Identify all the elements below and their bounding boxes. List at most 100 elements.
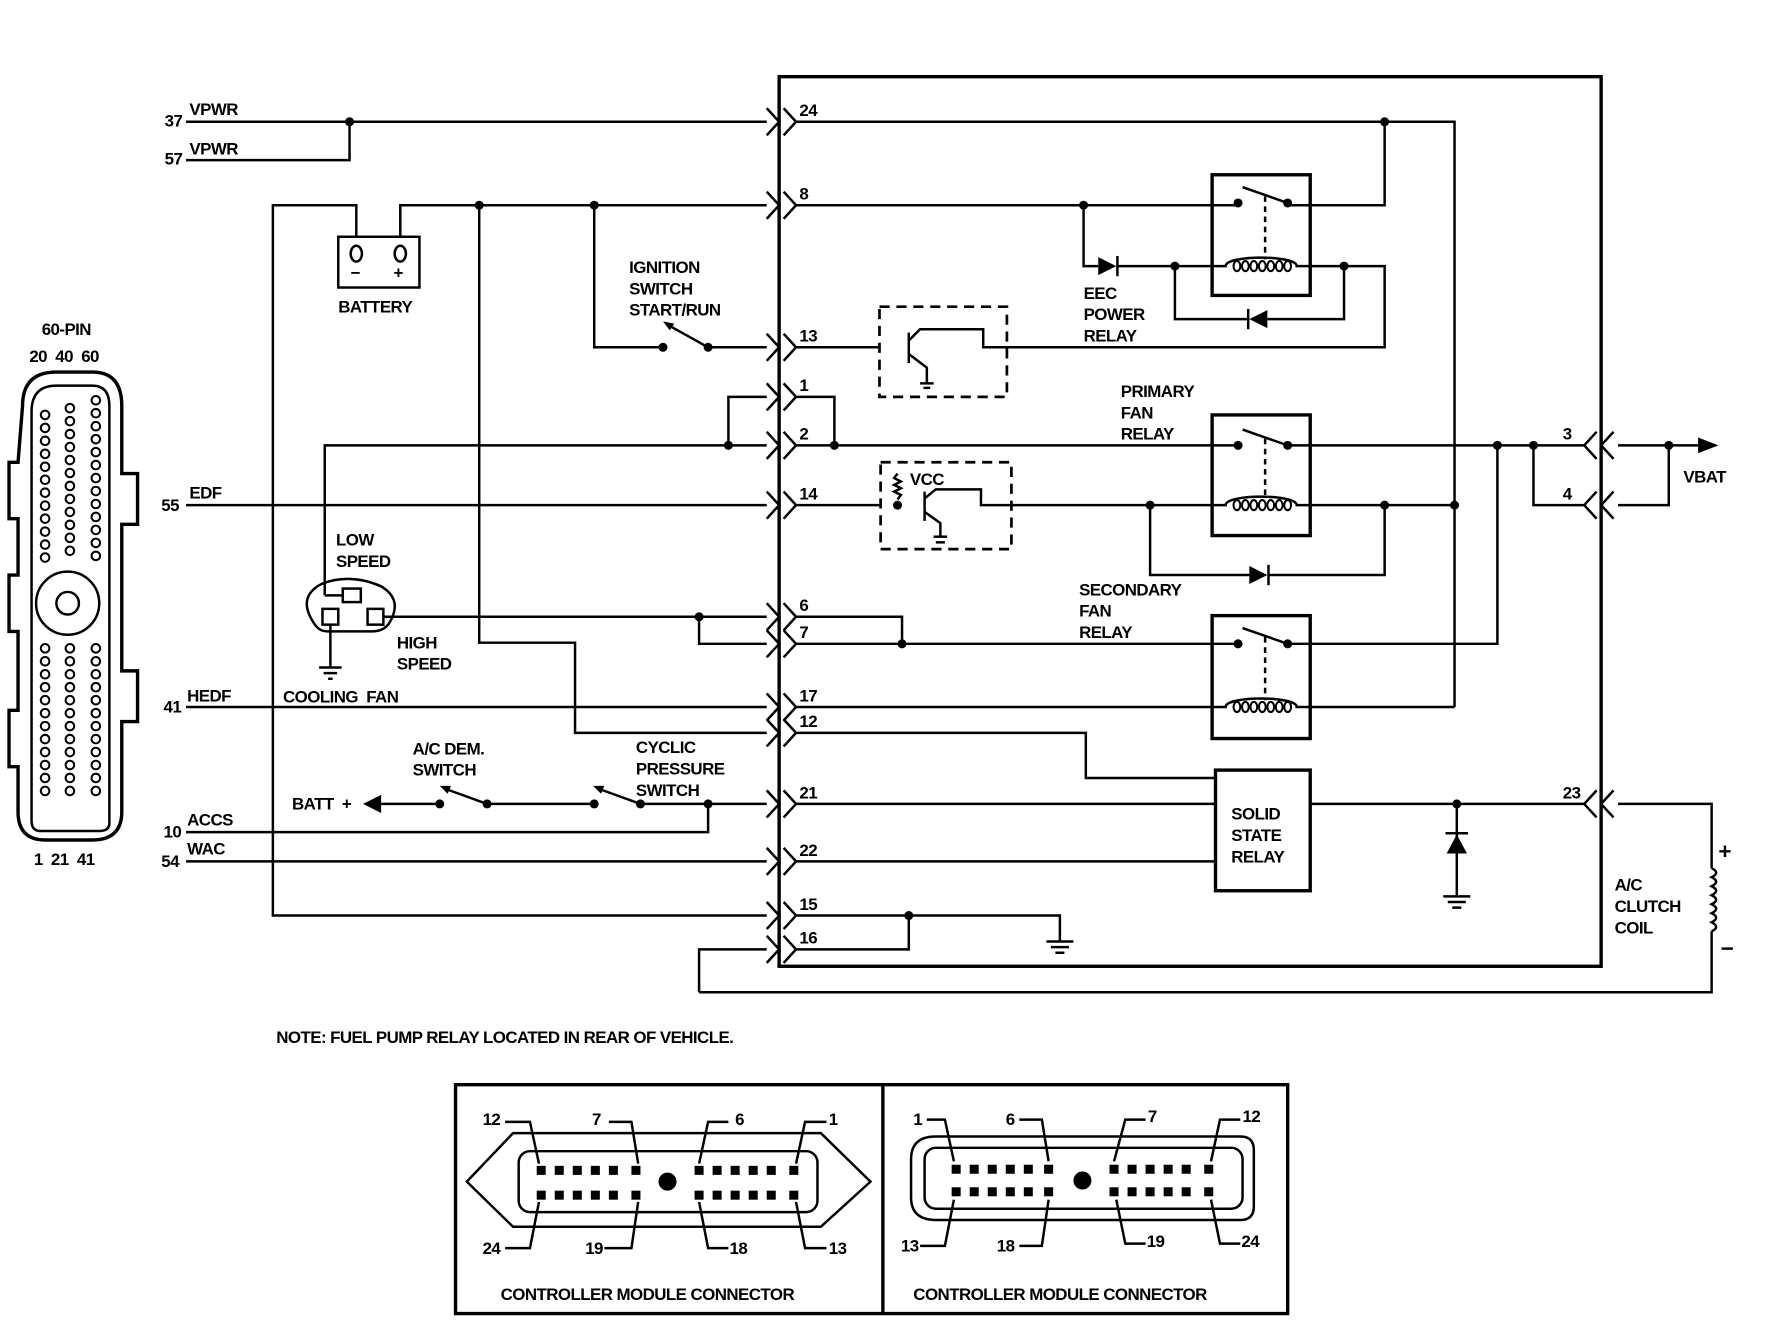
connector-pin	[1127, 1187, 1137, 1197]
pin-hole	[64, 668, 76, 680]
connector-pin	[1005, 1187, 1015, 1197]
label: RELAY	[1231, 848, 1284, 867]
coil-icon	[1240, 700, 1250, 714]
pin-hole	[90, 420, 102, 432]
wire	[1618, 445, 1671, 507]
junction-dot	[589, 799, 599, 809]
pin-label: VPWR	[189, 100, 238, 119]
junction-dot	[1450, 500, 1460, 510]
pin-hole	[90, 643, 102, 654]
pin-chevron	[765, 382, 798, 412]
pin-hole	[39, 461, 51, 473]
label: SOLID	[1231, 805, 1280, 824]
pin-hole	[90, 772, 102, 784]
pin-hole	[39, 500, 51, 511]
pin-hole	[39, 785, 51, 797]
coil-icon	[1249, 260, 1259, 273]
pin-hole	[39, 772, 51, 784]
diodes	[1098, 255, 1469, 854]
pin-number: 54	[161, 852, 180, 871]
ignition-switch: IGNITION SWITCH START/RUN	[629, 258, 721, 349]
pin-hole	[90, 681, 102, 693]
connector-pin	[631, 1165, 641, 1175]
junction-dot	[345, 117, 355, 127]
coil-icon	[1266, 700, 1276, 714]
coil-icon	[1283, 499, 1293, 512]
eec-driver-transistor	[878, 305, 1009, 399]
pin-chevron	[765, 332, 798, 362]
connector-pin	[1109, 1164, 1119, 1174]
connector-panel	[453, 1082, 1290, 1316]
eec-power-relay	[1210, 173, 1312, 298]
pin-hole	[64, 545, 76, 557]
wire	[271, 203, 767, 917]
wire	[796, 120, 1456, 707]
primary-fan-relay	[1210, 413, 1312, 538]
pin-hole	[64, 694, 76, 706]
wire	[1287, 121, 1386, 207]
label: A/C	[1615, 876, 1643, 895]
pin-hole	[39, 643, 51, 654]
leader-line	[1019, 1199, 1050, 1248]
connector-pin	[748, 1190, 758, 1200]
connector-title: CONTROLLER MODULE CONNECTOR	[501, 1285, 795, 1304]
pin-chevron	[765, 847, 798, 876]
pin-hole	[39, 409, 51, 421]
junction-dot	[1528, 440, 1538, 450]
wire	[1006, 264, 1386, 349]
pin-hole	[90, 433, 102, 445]
contact	[1233, 198, 1243, 208]
label: PRIMARY	[1121, 382, 1195, 401]
junction-dot	[694, 612, 704, 622]
pin-label: 6	[735, 1110, 744, 1129]
pin-number: 15	[799, 895, 817, 914]
pcm-60-pin-connector: 60-PIN 20 40 60 1 21 41	[7, 320, 140, 869]
pin-hole	[64, 733, 76, 745]
pin-hole	[64, 480, 76, 492]
label: CLUTCH	[1615, 897, 1681, 916]
coil-icon	[1232, 260, 1242, 273]
junction-dot	[1339, 261, 1349, 271]
pin-hole	[64, 772, 76, 784]
leader-line	[505, 1120, 541, 1164]
label: HIGH	[397, 633, 437, 652]
junction-dot	[904, 911, 914, 921]
label: FAN	[1121, 403, 1153, 422]
pin-hole	[39, 746, 51, 758]
pin-number: 55	[161, 496, 179, 515]
pin-chevron	[765, 190, 798, 220]
wire	[1173, 266, 1249, 321]
leader-line	[794, 1120, 827, 1164]
pin-number: 2	[799, 425, 808, 444]
connector-pin	[608, 1190, 618, 1200]
pin-hole	[39, 526, 51, 537]
connector-pin	[1023, 1164, 1033, 1174]
connector-pin	[1204, 1164, 1214, 1174]
leader-line	[1209, 1199, 1241, 1245]
pin-label: 1	[829, 1110, 838, 1129]
wire	[592, 205, 663, 349]
label: SPEED	[336, 552, 391, 571]
relays	[1210, 173, 1312, 741]
leader-line	[604, 1201, 640, 1250]
pin-hole	[90, 537, 102, 549]
pin-hole	[64, 402, 76, 414]
pin-hole	[64, 493, 76, 505]
pin-number: 21	[799, 783, 817, 802]
relay-labels: EEC POWER RELAY PRIMARY FAN RELAY SECOND…	[1079, 284, 1195, 642]
junction-dot	[658, 342, 668, 352]
wire	[323, 444, 767, 596]
wire	[796, 395, 836, 446]
pin-hole	[64, 643, 76, 654]
pin-hole	[90, 485, 102, 497]
pin-number: 10	[163, 823, 181, 842]
label: SPEED	[397, 655, 452, 674]
coil-icon	[1257, 700, 1267, 714]
pin-label: 7	[1148, 1107, 1157, 1126]
pin-hole	[39, 707, 51, 719]
connector-pin	[536, 1165, 546, 1175]
ac-switches: A/C DEM. SWITCH CYCLIC PRESSURE SWITCH B…	[292, 738, 725, 813]
wires	[186, 120, 1713, 994]
coil-icon	[1266, 499, 1276, 512]
